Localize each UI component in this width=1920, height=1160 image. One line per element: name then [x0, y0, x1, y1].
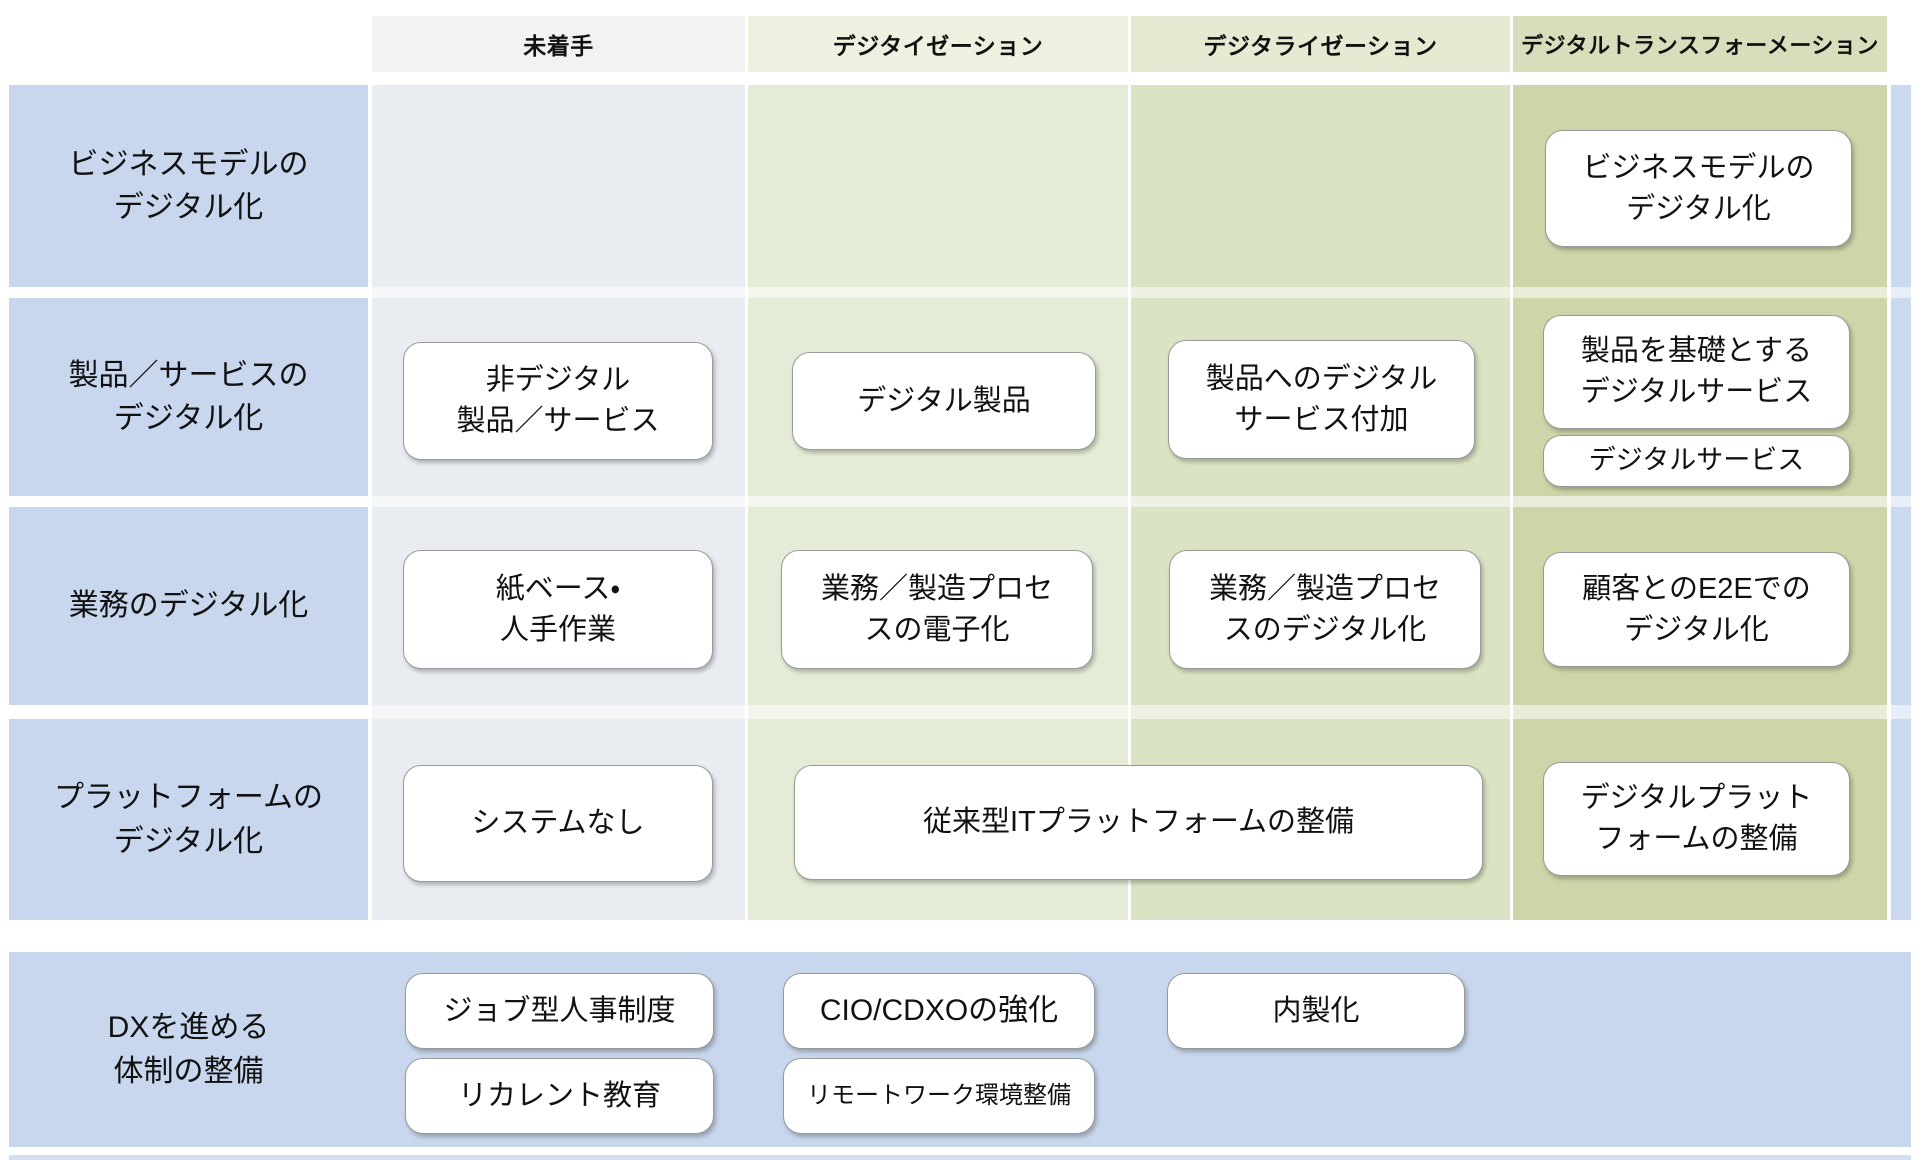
row-label-business-model: ビジネスモデルの デジタル化: [9, 85, 368, 287]
row-separator: [372, 287, 1911, 298]
cell-e2e-digitalization-with-customers: 顧客とのE2Eでの デジタル化: [1543, 552, 1850, 667]
cell-digital-service-based-on-product: 製品を基礎とする デジタルサービス: [1543, 315, 1850, 429]
cell-no-system: システムなし: [403, 765, 713, 882]
cell-job-based-hr-system: ジョブ型人事制度: [405, 973, 714, 1049]
cell-remote-work-environment: リモートワーク環境整備: [783, 1058, 1095, 1134]
cell-cio-cdxo-strengthening: CIO/CDXOの強化: [783, 973, 1095, 1049]
row-label-operations: 業務のデジタル化: [9, 507, 368, 705]
row-separator: [372, 496, 1911, 507]
cell-recurrent-education: リカレント教育: [405, 1058, 714, 1134]
cell-non-digital-product-service: 非デジタル 製品／サービス: [403, 342, 713, 460]
bottom-row-label: DXを進める 体制の整備: [107, 1011, 270, 1088]
cell-paper-manual-work: 紙ベース・ 人手作業: [403, 550, 713, 669]
cell-insourcing: 内製化: [1167, 973, 1465, 1049]
bottom-partial-bar: [9, 1155, 1911, 1160]
cell-digital-service: デジタルサービス: [1543, 435, 1850, 487]
cell-traditional-it-platform: 従来型ITプラットフォームの整備: [794, 765, 1483, 880]
row-separator: [372, 72, 1911, 85]
row-label-product-service: 製品／サービスの デジタル化: [9, 298, 368, 496]
cell-digital-platform: デジタルプラット フォームの整備: [1543, 762, 1850, 876]
row-separator: [372, 705, 1911, 719]
cell-process-digitalization: 業務／製造プロセ スのデジタル化: [1169, 550, 1481, 669]
row-label-platform: プラットフォームの デジタル化: [9, 719, 368, 920]
column-header-digital-transformation: デジタルトランスフォーメーション: [1513, 16, 1887, 72]
column-header-digitalization: デジタライゼーション: [1131, 16, 1510, 72]
cell-digital-service-added-to-product: 製品へのデジタル サービス付加: [1168, 340, 1475, 459]
cell-digital-product: デジタル製品: [792, 352, 1096, 450]
column-header-not-started: 未着手: [372, 16, 745, 72]
cell-business-model-digitalized: ビジネスモデルの デジタル化: [1545, 130, 1852, 247]
column-header-digitization: デジタイゼーション: [748, 16, 1128, 72]
cell-process-electronification: 業務／製造プロセ スの電子化: [781, 550, 1093, 669]
